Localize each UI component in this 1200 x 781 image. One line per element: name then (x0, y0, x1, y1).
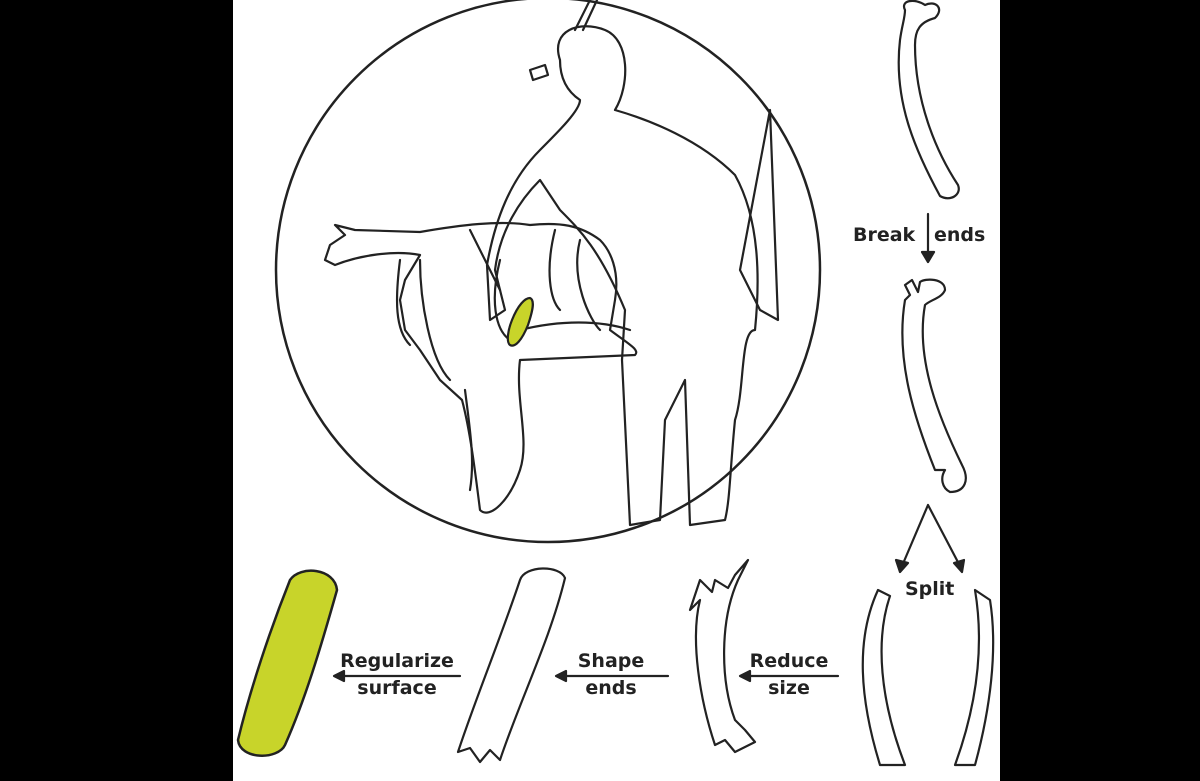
broken-ends-bone (901, 278, 967, 494)
step-ends-label: ends (934, 222, 985, 249)
shape-line2: ends (585, 677, 637, 699)
reduced-bone (688, 558, 757, 754)
step-split-label: Split (905, 578, 955, 600)
bone-tool-process-diagram: Break ends Split Reduce size Shape ends … (233, 0, 1000, 781)
step-break-label: Break (853, 222, 915, 249)
reduce-line2: size (768, 677, 810, 699)
illustration (236, 0, 995, 767)
regularize-line2: surface (357, 677, 437, 699)
shape-line1: Shape (577, 650, 645, 672)
break-word: Break (853, 224, 916, 246)
finished-tool (236, 569, 339, 757)
split-bone-left (861, 588, 907, 767)
step-arrows (332, 669, 840, 683)
hide-scraping-scene (274, 0, 822, 544)
regularize-line1: Regularize (340, 650, 454, 672)
split-bone-right (953, 588, 995, 767)
reduce-line1: Reduce (749, 650, 829, 672)
step-shape-ends-label: Shape ends (568, 648, 654, 702)
whole-bone (897, 0, 960, 200)
shaped-bone (456, 567, 567, 764)
step-reduce-size-label: Reduce size (741, 648, 837, 702)
ends-word: ends (934, 224, 986, 246)
step-regularize-label: Regularize surface (336, 648, 458, 702)
